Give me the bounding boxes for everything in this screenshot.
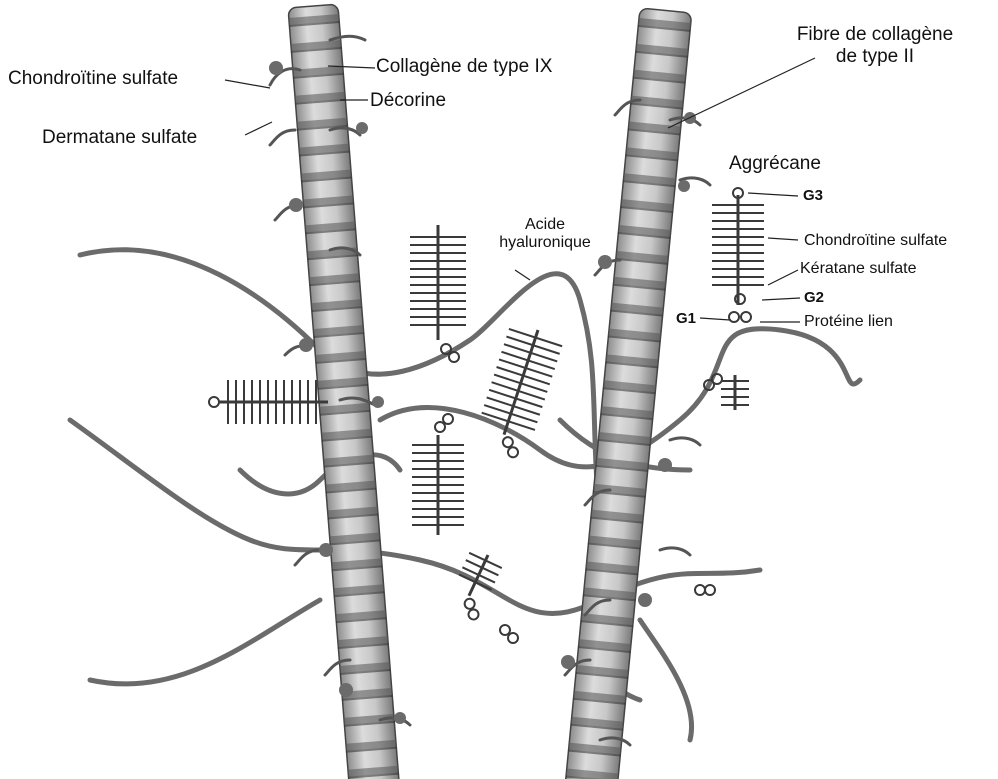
aggrecan-small-bottom <box>444 547 504 621</box>
aggrecan-horizontal <box>209 380 328 424</box>
g1-domain <box>729 312 739 322</box>
label-keratane-sulfate: Kératane sulfate <box>800 260 917 278</box>
aggrecan-legend-example <box>712 188 764 322</box>
collagen-fibre-left <box>288 4 400 779</box>
aggrecan-lower-middle <box>412 414 464 535</box>
label-g2: G2 <box>804 289 824 306</box>
aggrecan-middle <box>472 321 565 461</box>
aggrecan-top-left <box>410 225 466 362</box>
hyaluronic-acid-strands <box>70 250 860 740</box>
label-decorine: Décorine <box>370 90 446 112</box>
label-acide-line1: Acide <box>480 216 610 234</box>
label-chondroitine-sulfate-right: Chondroïtine sulfate <box>804 232 947 250</box>
label-g1: G1 <box>676 310 696 327</box>
collagen-fibre-right <box>564 8 691 779</box>
label-acide-hyaluronique: Acide hyaluronique <box>480 216 610 253</box>
label-fibre-collagene-line2: de type II <box>780 46 970 68</box>
label-fibre-collagene: Fibre de collagène de type II <box>780 24 970 68</box>
label-acide-line2: hyaluronique <box>480 234 610 252</box>
label-collagene-type-ix: Collagène de type IX <box>376 56 552 78</box>
label-chondroitine-sulfate-left: Chondroïtine sulfate <box>8 68 178 90</box>
aggrecan-small-right <box>704 374 749 410</box>
label-proteine-lien: Protéine lien <box>804 313 893 331</box>
label-g3: G3 <box>803 187 823 204</box>
label-aggrecane: Aggrécane <box>729 153 821 175</box>
label-fibre-collagene-line1: Fibre de collagène <box>780 24 970 46</box>
label-dermatane-sulfate: Dermatane sulfate <box>42 127 197 149</box>
